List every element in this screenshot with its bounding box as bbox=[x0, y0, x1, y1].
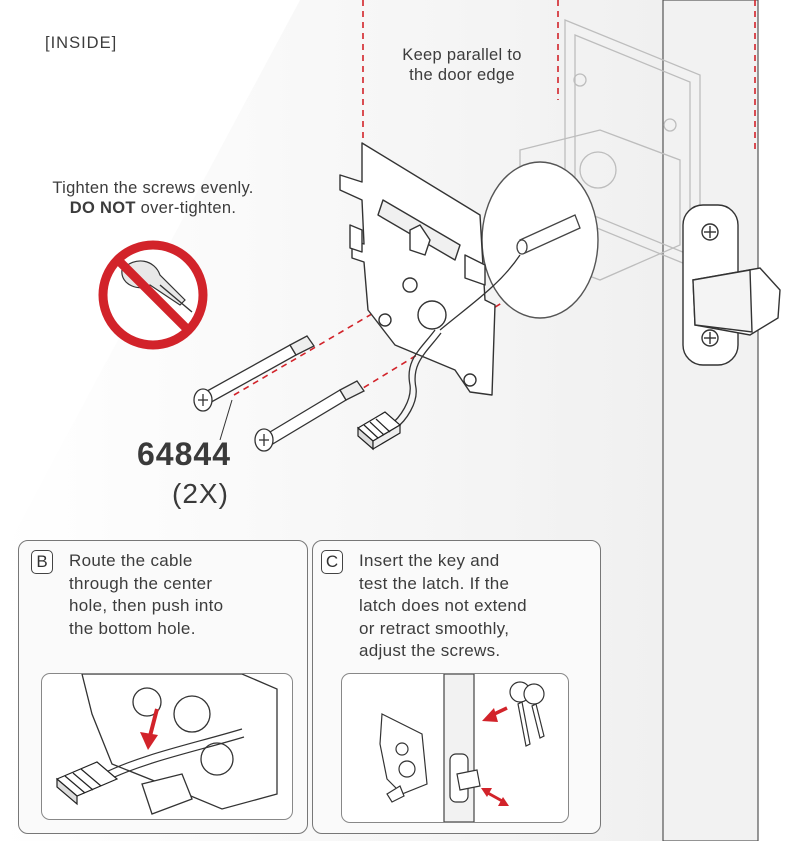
prohibited-overtighten-icon bbox=[98, 240, 208, 350]
instruction-line: test the latch. If the bbox=[359, 573, 510, 593]
arrow-icon bbox=[482, 706, 508, 722]
instruction-line: Insert the key and bbox=[359, 551, 500, 570]
arrow-icon bbox=[481, 788, 509, 806]
tighten-note-rest: over-tighten. bbox=[135, 199, 237, 217]
step-b-illustration bbox=[41, 673, 293, 820]
instruction-line: adjust the screws. bbox=[359, 641, 501, 660]
step-badge: B bbox=[31, 550, 53, 574]
step-c-instructions: Insert the key and test the latch. If th… bbox=[359, 550, 595, 663]
part-quantity: (2X) bbox=[172, 478, 229, 509]
screw-icon bbox=[193, 335, 315, 412]
arrow-icon bbox=[140, 708, 159, 750]
instruction-line: the bottom hole. bbox=[69, 618, 196, 638]
instruction-line: through the center bbox=[69, 573, 213, 593]
tighten-note: Tighten the screws evenly. DO NOT over-t… bbox=[28, 178, 278, 218]
cable bbox=[389, 254, 521, 429]
location-label: [INSIDE] bbox=[45, 34, 118, 52]
step-c-panel: C Insert the key and test the latch. If … bbox=[312, 540, 601, 834]
instruction-line: latch does not extend bbox=[359, 596, 527, 615]
parallel-note-line: Keep parallel to bbox=[402, 46, 522, 64]
cable-connector bbox=[55, 761, 119, 806]
tighten-note-line: DO NOT over-tighten. bbox=[28, 198, 278, 218]
step-c-illustration bbox=[341, 673, 569, 823]
key-icon bbox=[509, 681, 545, 747]
part-leader-line bbox=[219, 399, 233, 441]
tighten-note-line: Tighten the screws evenly. bbox=[52, 179, 254, 197]
warning-emphasis: DO NOT bbox=[69, 199, 136, 217]
latch-faceplate bbox=[682, 204, 781, 366]
step-badge: C bbox=[321, 550, 343, 574]
instruction-line: or retract smoothly, bbox=[359, 618, 510, 638]
parallel-note: Keep parallel to the door edge bbox=[372, 45, 552, 85]
parallel-note-line: the door edge bbox=[409, 66, 515, 84]
part-number: 64844 bbox=[137, 436, 231, 472]
cable-connector bbox=[356, 411, 402, 451]
screw-icon bbox=[254, 380, 365, 452]
step-b-panel: B Route the cable through the center hol… bbox=[18, 540, 308, 834]
instruction-line: hole, then push into bbox=[69, 596, 224, 615]
mounting-plate bbox=[339, 142, 496, 396]
spindle bbox=[516, 214, 581, 255]
instruction-line: Route the cable bbox=[69, 551, 193, 570]
door-edge bbox=[662, 0, 759, 841]
step-b-instructions: Route the cable through the center hole,… bbox=[69, 550, 299, 640]
